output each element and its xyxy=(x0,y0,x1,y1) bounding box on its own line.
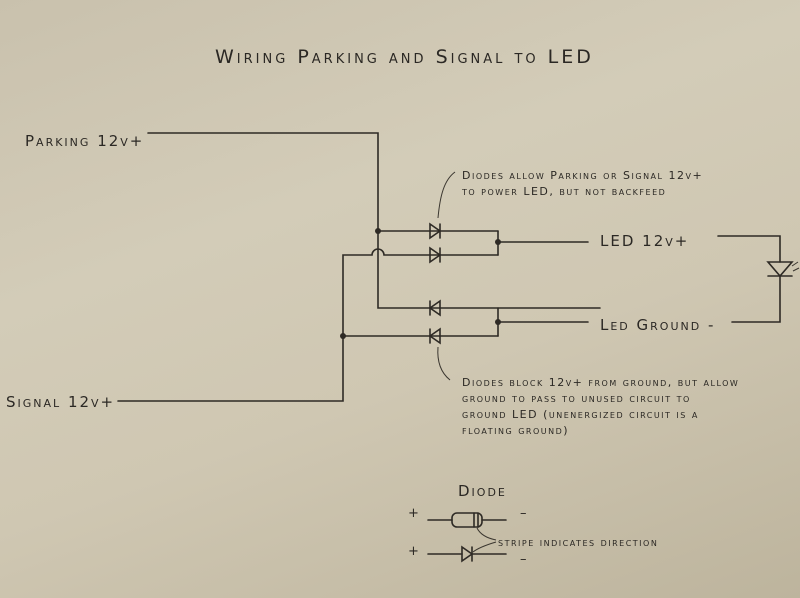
diagram-title: Wiring Parking and Signal to LED xyxy=(215,46,594,68)
diode-parking-feed-icon xyxy=(429,222,442,240)
parking-junction-upper xyxy=(375,228,381,234)
stripe-leader-lower xyxy=(472,541,497,553)
ground-note-leader xyxy=(437,346,451,381)
led-positive-wire xyxy=(717,235,781,263)
ground-combine xyxy=(497,307,589,337)
led-positive-label: LED 12v+ xyxy=(600,232,690,250)
signal-junction xyxy=(340,333,346,339)
signal-wire xyxy=(117,248,499,402)
parking-wire xyxy=(147,132,601,309)
stripe-note: stripe indicates direction xyxy=(498,536,659,549)
led-ground-wire xyxy=(731,275,781,323)
feed-note-leader xyxy=(437,171,456,219)
feed-combine xyxy=(497,230,589,256)
diode-signal-ground-icon xyxy=(428,327,441,345)
parking-label: Parking 12v+ xyxy=(25,132,145,150)
legend-minus-2: – xyxy=(520,552,529,567)
legend-minus-1: – xyxy=(520,506,529,521)
led-icon xyxy=(766,261,800,278)
diode-signal-feed-icon xyxy=(429,246,442,264)
stripe-leader-upper xyxy=(476,527,497,541)
legend-diode-symbol-icon xyxy=(427,545,507,563)
legend-diode-body-icon xyxy=(427,512,507,528)
ground-junction xyxy=(495,319,501,325)
signal-label: Signal 12v+ xyxy=(6,393,116,411)
led-ground-label: Led Ground - xyxy=(600,316,716,334)
diode-feed-note: Diodes allow Parking or Signal 12v+ to p… xyxy=(462,169,704,198)
diode-ground-note: Diodes block 12v+ from ground, but allow… xyxy=(462,376,740,437)
legend-plus-1: + xyxy=(408,506,421,521)
legend-plus-2: + xyxy=(408,544,421,559)
legend-title: Diode xyxy=(458,482,507,500)
feed-junction xyxy=(495,239,501,245)
diode-parking-ground-icon xyxy=(428,299,441,317)
